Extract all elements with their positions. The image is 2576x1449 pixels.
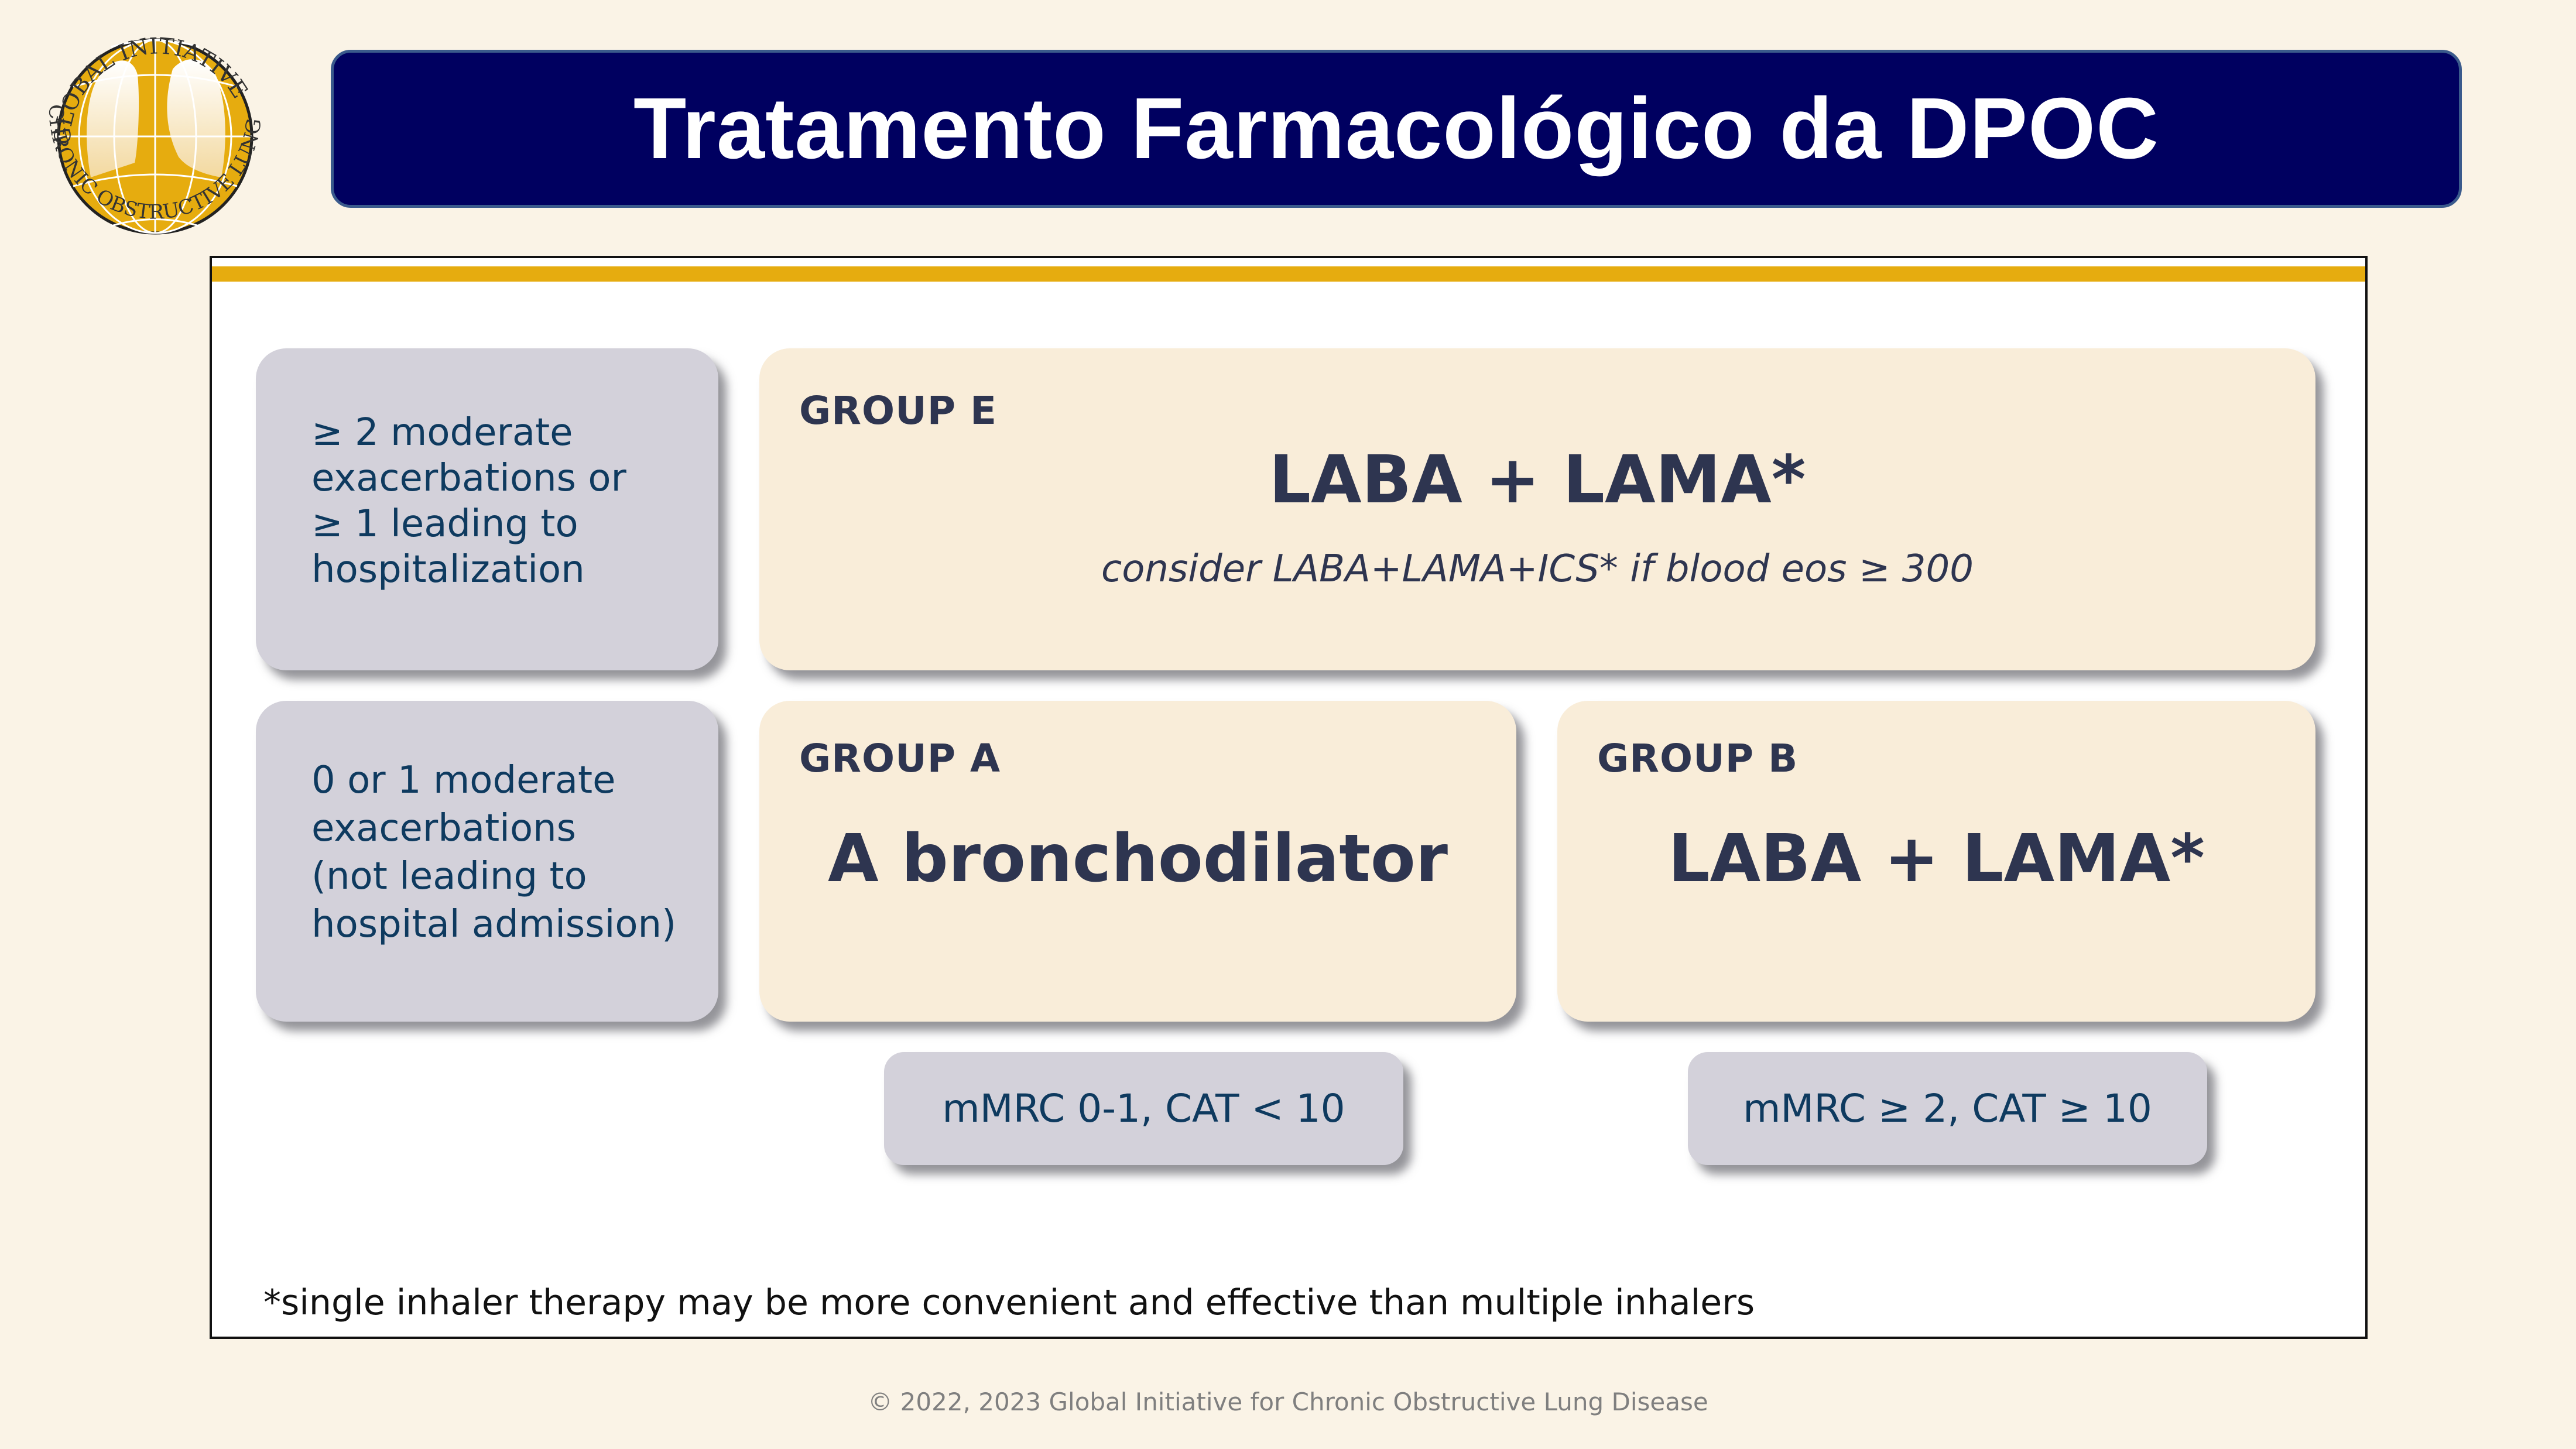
group-b-box: GROUP B LABA + LAMA* [1557,701,2315,1022]
copyright-notice: © 2022, 2023 Global Initiative for Chron… [868,1388,1708,1416]
group-e-box: GROUP E LABA + LAMA* consider LABA+LAMA+… [759,348,2315,670]
group-b-therapy: LABA + LAMA* [1668,821,2205,897]
page-title: Tratamento Farmacológico da DPOC [633,80,2160,177]
title-bar: Tratamento Farmacológico da DPOC [331,50,2462,208]
criteria-line: hospital admission) [311,903,677,946]
group-a-symptom-box: mMRC 0-1, CAT < 10 [884,1052,1403,1165]
group-a-label: GROUP A [799,736,1001,781]
criteria-line: hospitalization [311,548,585,591]
group-a-symptoms: mMRC 0-1, CAT < 10 [942,1086,1345,1131]
criteria-line: (not leading to [311,855,587,898]
group-a-therapy: A bronchodilator [827,821,1448,897]
gold-logo: GLOBAL INITIATIVE FOR CHRONIC OBSTRUCTIV… [19,0,281,256]
group-e-note: consider LABA+LAMA+ICS* if blood eos ≥ 3… [1101,547,1974,591]
group-a-box: GROUP A A bronchodilator [759,701,1516,1022]
criteria-line: ≥ 1 leading to [311,502,578,546]
gold-divider-stripe [212,266,2365,282]
group-e-therapy: LABA + LAMA* [1269,442,1806,518]
group-b-symptoms: mMRC ≥ 2, CAT ≥ 10 [1743,1086,2152,1131]
criteria-line: exacerbations or [311,457,626,500]
criteria-line: exacerbations [311,807,576,850]
group-e-label: GROUP E [799,388,998,433]
group-b-label: GROUP B [1597,736,1799,781]
footnote: *single inhaler therapy may be more conv… [263,1282,1755,1323]
criteria-box-low-exacerbation: 0 or 1 moderate exacerbations (not leadi… [256,701,718,1022]
globe-lungs-icon: GLOBAL INITIATIVE FOR CHRONIC OBSTRUCTIV… [19,0,266,235]
criteria-line: 0 or 1 moderate [311,759,616,802]
criteria-box-high-exacerbation: ≥ 2 moderate exacerbations or ≥ 1 leadin… [256,348,718,670]
criteria-line: ≥ 2 moderate [311,411,573,454]
group-b-symptom-box: mMRC ≥ 2, CAT ≥ 10 [1688,1052,2207,1165]
